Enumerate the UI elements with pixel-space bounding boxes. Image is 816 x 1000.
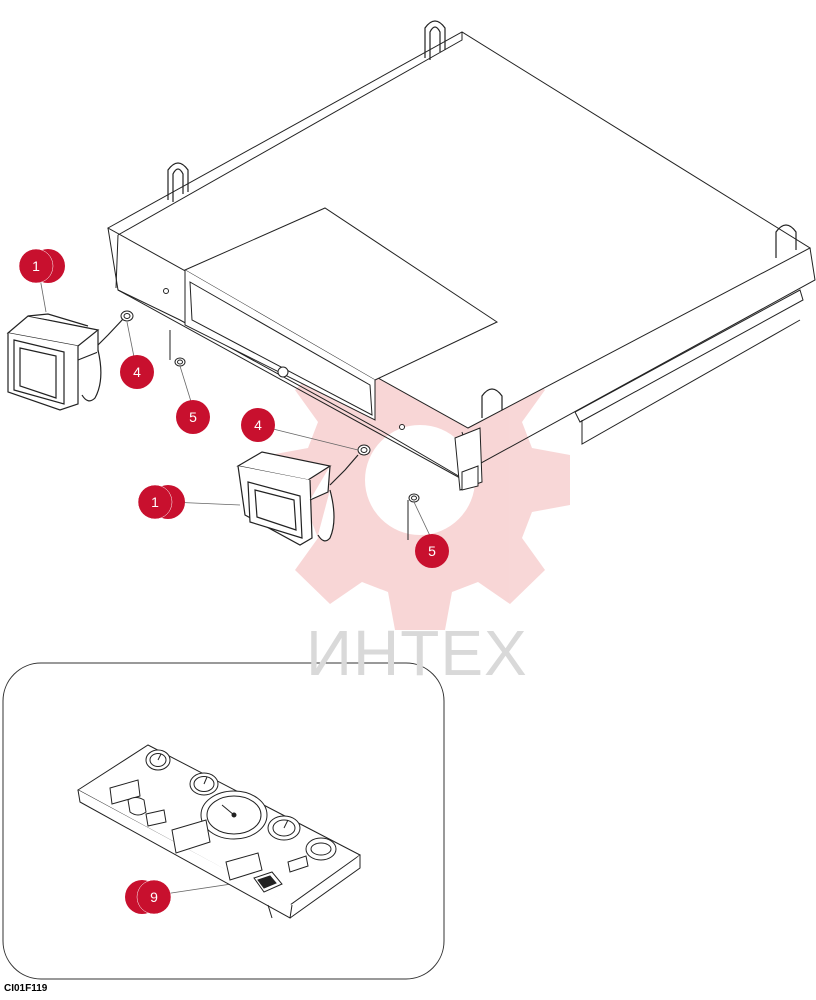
gauge-icon [189,772,219,796]
instrument-panel [77,744,361,919]
callout-label: 9 [150,889,158,905]
figure-code: CI01F119 [4,983,48,994]
gauge-icon [267,815,301,841]
cab-front-panel [183,207,499,421]
callout-label: 1 [151,494,159,510]
inset-frame [2,662,445,980]
callout-label: 4 [133,364,141,380]
work-light [6,313,125,411]
lifting-handle [167,20,797,418]
callout-1-lower: 1 [137,484,185,520]
callout-9: 9 [125,879,172,915]
callout-label: 1 [32,258,40,274]
callout-4-left: 4 [120,355,154,389]
fastener-nut [120,288,420,503]
tachometer-icon [200,790,268,840]
callout-label: 4 [254,417,262,433]
callout-5-left: 5 [176,400,210,434]
gauge-icon [145,749,171,771]
hour-meter-icon [305,837,337,861]
work-light [236,451,359,546]
callout-label: 5 [189,409,197,425]
callout-1-top: 1 [18,248,65,284]
callout-4-center: 4 [241,408,275,442]
watermark-text: ИНТЕХ [306,617,528,689]
end-bracket [454,427,483,491]
callout-5-right: 5 [415,534,449,568]
callout-label: 5 [428,543,436,559]
